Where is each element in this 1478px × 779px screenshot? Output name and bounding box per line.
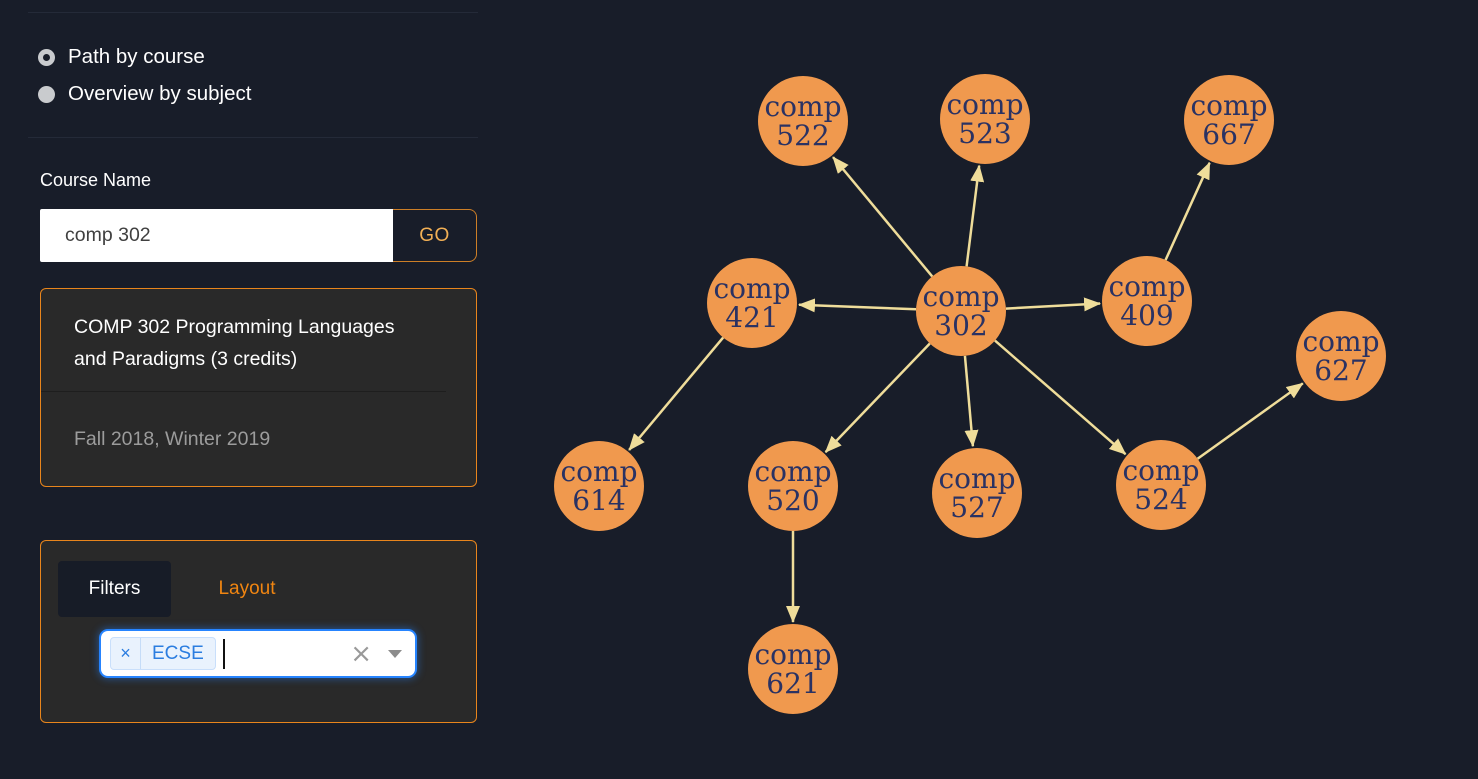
subject-filter-select[interactable]: × ECSE × — [101, 631, 415, 676]
course-terms: Fall 2018, Winter 2019 — [74, 428, 271, 450]
radio-option-overview-by-subject[interactable]: Overview by subject — [38, 81, 251, 107]
node-label-subject: comp — [1122, 454, 1200, 487]
node-label-subject: comp — [713, 272, 791, 305]
graph-edge-comp302-comp522 — [832, 156, 934, 278]
node-label-number: 627 — [1314, 354, 1368, 387]
graph-edge-comp524-comp627 — [1196, 382, 1304, 460]
radio-unselected-icon[interactable] — [38, 85, 55, 103]
radio-option-label: Overview by subject — [68, 82, 252, 105]
divider — [28, 12, 478, 13]
node-label-number: 524 — [1134, 483, 1188, 516]
selected-tags: × ECSE — [110, 637, 216, 670]
text-cursor — [222, 638, 225, 669]
divider — [28, 137, 478, 138]
radio-option-label: Path by course — [68, 45, 205, 68]
graph-edge-comp302-comp527 — [963, 355, 979, 448]
node-label-number: 523 — [958, 117, 1012, 150]
graph-edge-comp302-comp520 — [824, 342, 931, 453]
node-label-number: 302 — [934, 309, 988, 342]
radio-option-path-by-course[interactable]: Path by course — [38, 44, 205, 70]
node-label-number: 667 — [1202, 118, 1256, 151]
node-label-subject: comp — [560, 455, 638, 488]
node-label-number: 522 — [776, 119, 830, 152]
node-label-subject: comp — [754, 638, 832, 671]
course-info-card: COMP 302 Programming Languages and Parad… — [40, 288, 477, 487]
node-label-subject: comp — [764, 90, 842, 123]
course-name-label: Course Name — [40, 170, 152, 190]
graph-edge-comp302-comp421 — [797, 298, 917, 313]
radio-selected-icon[interactable] — [38, 48, 55, 66]
node-label-number: 409 — [1120, 299, 1174, 332]
go-button[interactable]: GO — [393, 209, 477, 262]
graph-edge-comp302-comp523 — [965, 164, 985, 267]
node-label-number: 520 — [766, 484, 820, 517]
tab-filters[interactable]: Filters — [58, 561, 171, 617]
course-title: COMP 302 Programming Languages and Parad… — [41, 289, 446, 392]
node-label-subject: comp — [1190, 89, 1268, 122]
node-label-subject: comp — [754, 455, 832, 488]
node-label-subject: comp — [946, 88, 1024, 121]
graph-edge-comp302-comp409 — [1005, 297, 1102, 312]
node-label-number: 421 — [725, 301, 779, 334]
tag-label: ECSE — [152, 642, 204, 664]
chevron-down-icon[interactable] — [388, 649, 402, 658]
clear-all-icon[interactable]: × — [350, 638, 372, 669]
course-name-input[interactable] — [40, 209, 393, 262]
node-label-subject: comp — [938, 462, 1016, 495]
node-label-subject: comp — [922, 280, 1000, 313]
node-label-number: 621 — [766, 667, 820, 700]
graph-edge-comp409-comp667 — [1164, 161, 1211, 261]
graph-edge-comp421-comp614 — [628, 336, 725, 451]
graph-edge-comp302-comp524 — [994, 339, 1127, 456]
tab-layout[interactable]: Layout — [218, 578, 276, 599]
remove-tag-icon[interactable]: × — [111, 638, 141, 669]
filter-panel: Filters Layout × ECSE × — [40, 540, 477, 723]
node-label-number: 614 — [572, 484, 626, 517]
node-label-number: 527 — [950, 491, 1004, 524]
node-label-subject: comp — [1108, 270, 1186, 303]
filter-tag-ecse: × ECSE — [110, 637, 216, 670]
node-label-subject: comp — [1302, 325, 1380, 358]
